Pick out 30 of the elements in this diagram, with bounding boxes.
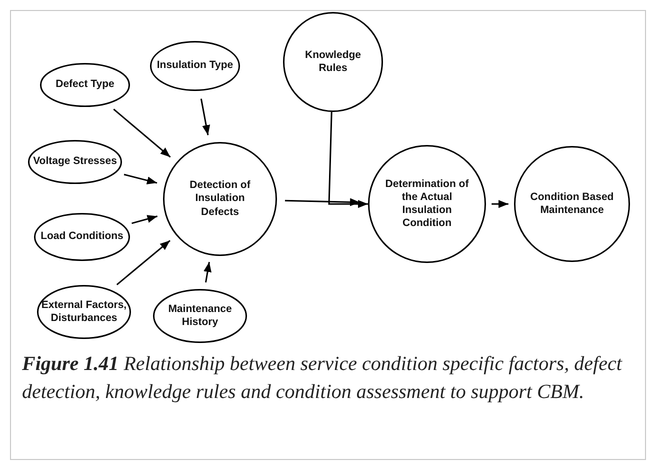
- arrow: [492, 200, 508, 208]
- arrow: [116, 240, 170, 286]
- arrow: [113, 108, 171, 158]
- node-label: Knowledge Rules: [304, 48, 362, 76]
- node-label: Determination of the Actual Insulation Condition: [384, 178, 470, 230]
- node-label: Condition Based Maintenance: [529, 190, 615, 218]
- node-label: Voltage Stresses: [32, 155, 118, 169]
- node-label: Defect Type: [54, 78, 116, 92]
- input-ellipse: [150, 41, 240, 91]
- input-ellipse: [37, 285, 131, 339]
- node-label: Detection of Insulation Defects: [188, 179, 252, 219]
- figure-caption: Figure 1.41 Relationship between service condition specific factors, defect detection, knowledge rules and condition assessment to support CBM.: [22, 352, 622, 405]
- input-ellipse: [153, 289, 247, 343]
- node-label: Insulation Type: [156, 59, 234, 73]
- node-label: Maintenance History: [167, 302, 233, 330]
- arrow: [200, 98, 210, 136]
- process-circle: [368, 145, 486, 263]
- input-ellipse: [28, 140, 122, 184]
- process-circle: [514, 146, 630, 262]
- process-circle: [163, 142, 277, 256]
- input-ellipse: [34, 213, 130, 261]
- node-label: External Factors, Disturbances: [40, 298, 128, 326]
- arrow: [284, 198, 360, 206]
- input-ellipse: [40, 63, 130, 107]
- arrow: [124, 174, 158, 184]
- node-label: Load Conditions: [40, 230, 124, 244]
- arrow: [132, 215, 158, 224]
- process-circle: [283, 12, 383, 112]
- arrow: [328, 112, 368, 208]
- arrow: [204, 262, 212, 282]
